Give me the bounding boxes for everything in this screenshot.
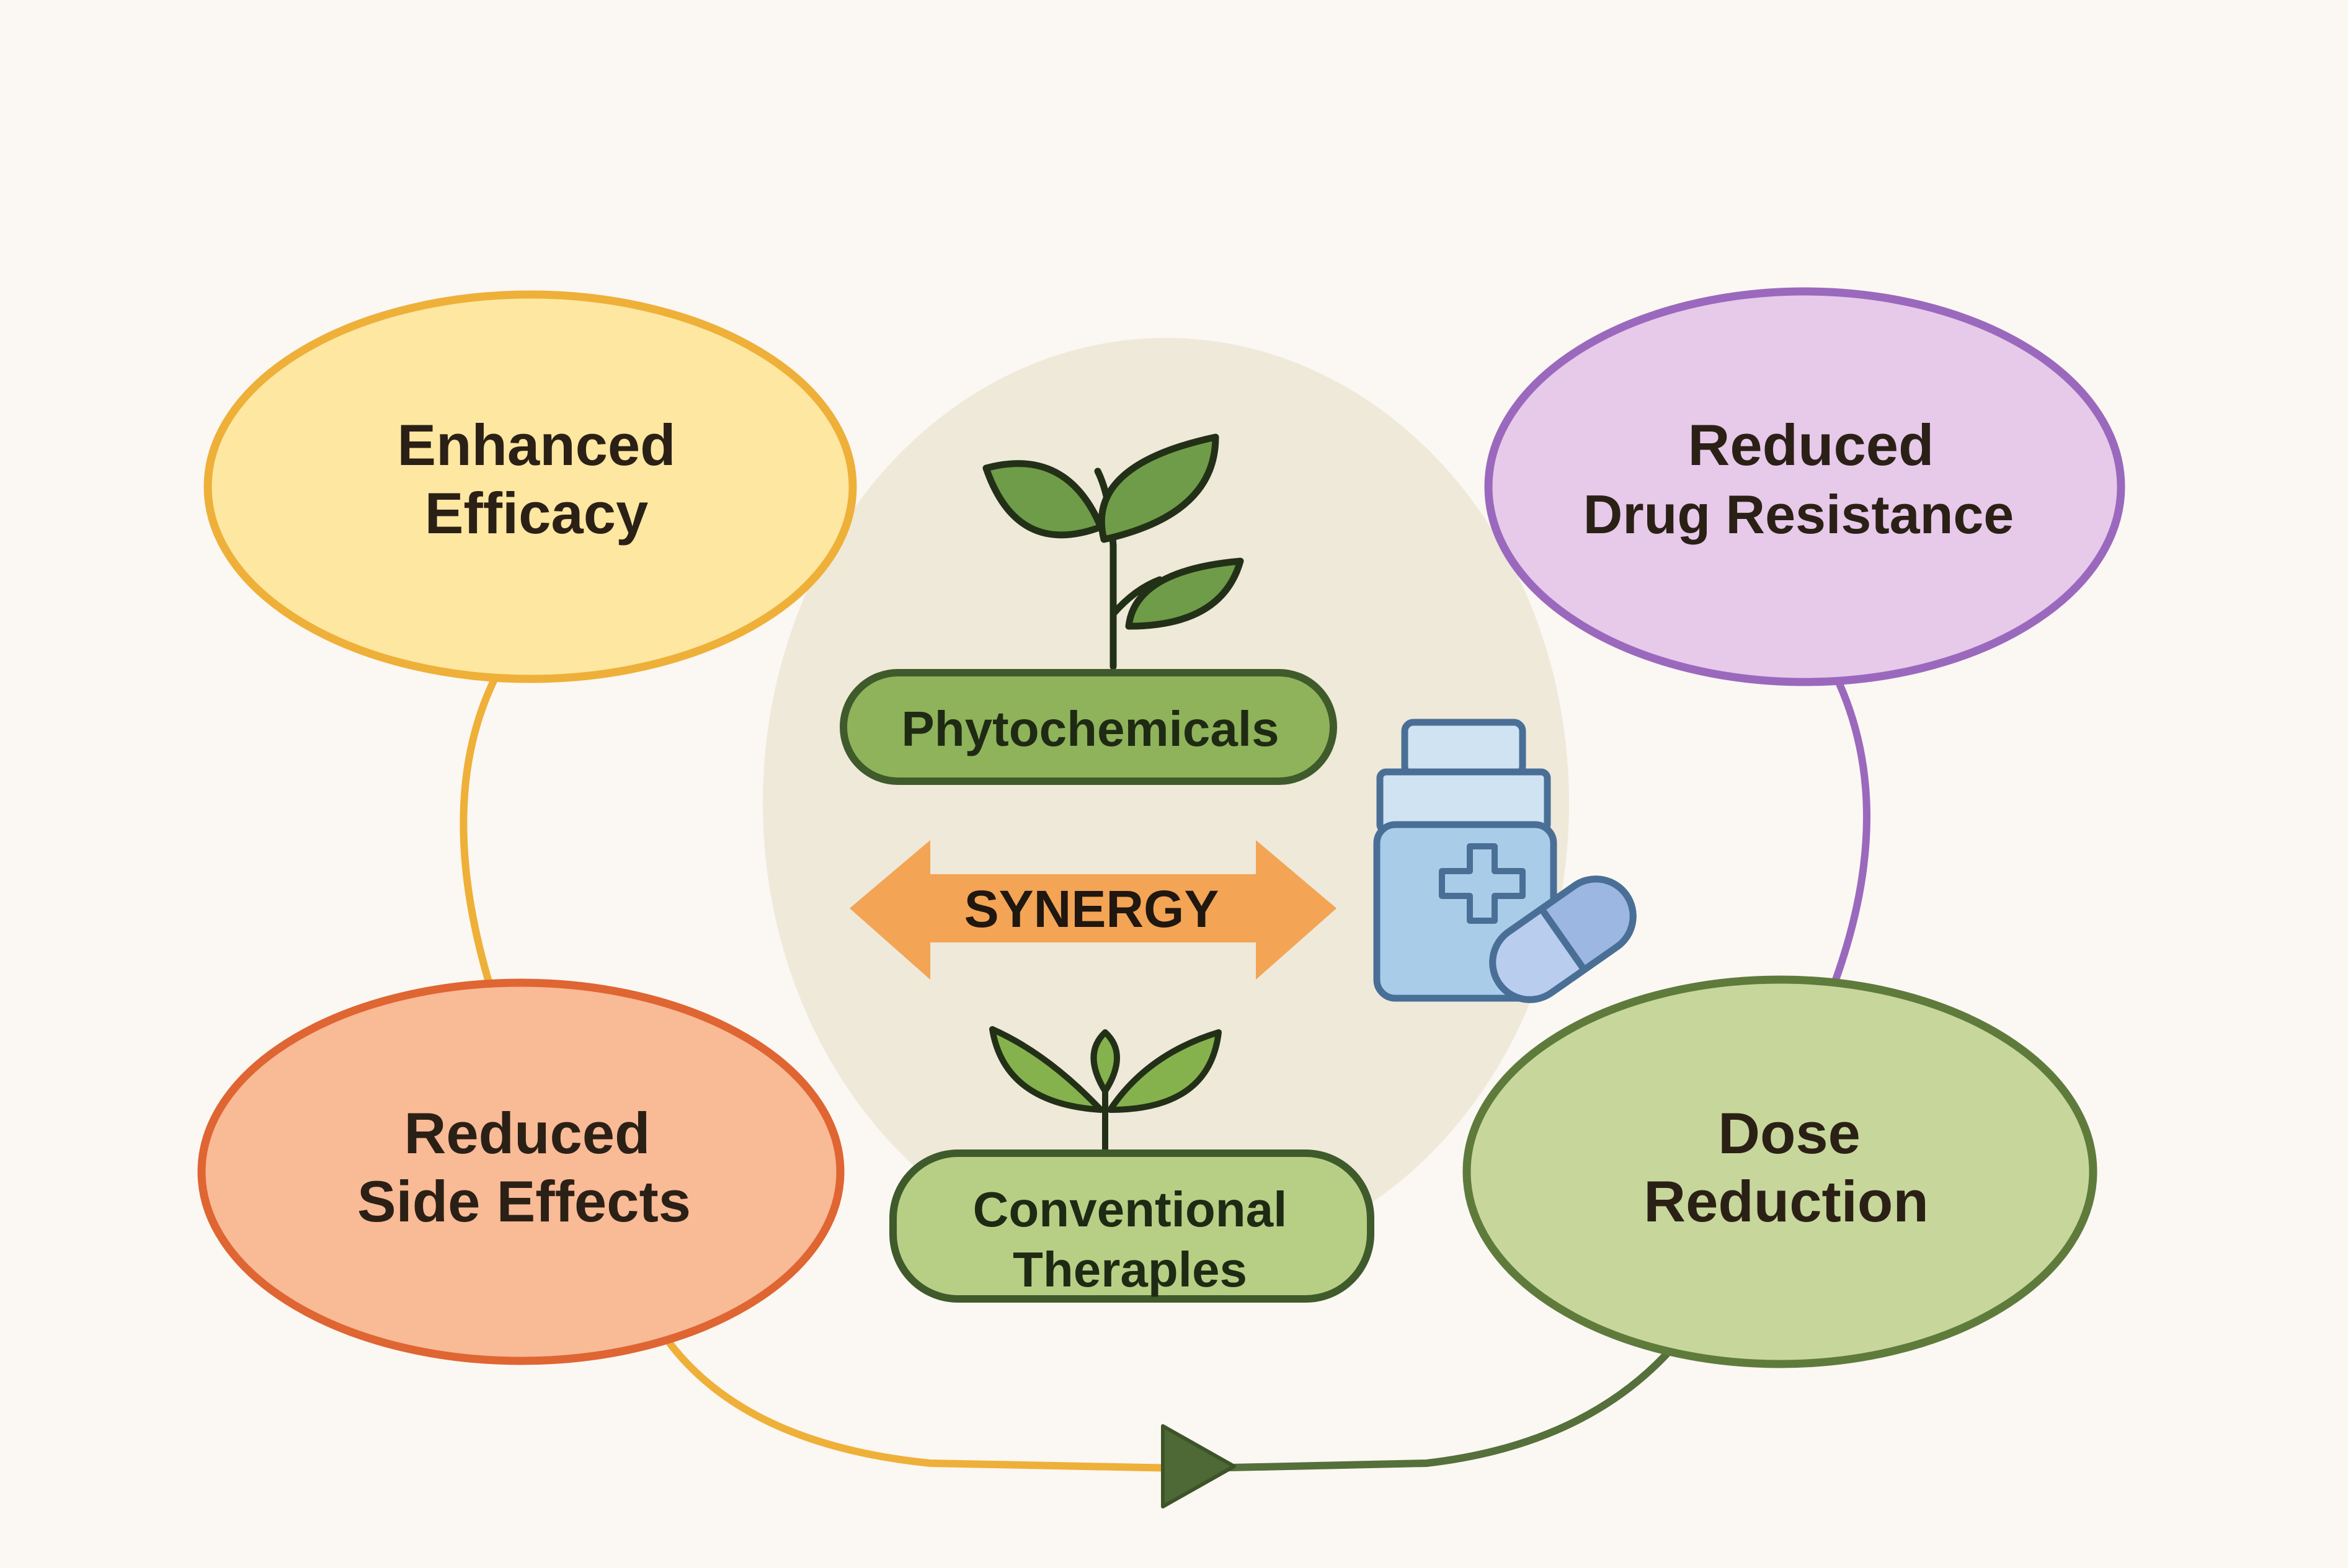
connector-side-effects-to-bottom [664,1337,1179,1472]
outcome-reduced-side-effects: Reduced Side Effects [197,978,845,1365]
outcome-enhanced-efficacy: Enhanced Efficacy [203,290,857,683]
synergy-double-arrow: SYNERGY [850,840,1336,980]
plant-sprout-icon [982,433,1244,670]
center-background-blob [763,338,1569,1268]
outcome-dose-reduction: Dose Reduction [1462,975,2097,1368]
outcome-label-line2: Side Effects [357,1169,691,1234]
outcome-label-line1: Reduced [404,1101,651,1166]
flow-arrowhead-icon [1161,1424,1236,1508]
outcome-label-line2: Reduction [1643,1169,1929,1234]
outcome-label-line2: Efficacy [425,481,649,546]
phytochemicals-badge: Phytochemicals [840,669,1337,785]
outcome-label-line1: Dose [1718,1101,1861,1166]
outcome-reduced-drug-resistance: Reduced Drug Resistance [1484,287,2125,686]
outcome-label-line1: Enhanced [397,412,675,477]
connector-bottom-to-dose [1203,1343,1678,1472]
conventional-therapies-badge: Conventional Theraples [889,1149,1374,1303]
connector-resistance-to-dose [1832,674,1870,981]
outcome-label-line1: Reduced [1688,412,1934,477]
phytochemicals-label: Phytochemicals [901,701,1279,756]
medicine-bottle-icon [1373,719,1557,1002]
capsule-pill-icon [1489,875,1637,1003]
conventional-label-line1: Conventional [973,1182,1287,1237]
conventional-label-line2: Theraples [1013,1242,1247,1297]
synergy-label: SYNERGY [964,880,1219,938]
seedling-icon [989,1026,1222,1156]
outcome-label-line2: Drug Resistance [1583,484,2014,545]
connector-efficacy-to-side-effects [460,674,500,987]
